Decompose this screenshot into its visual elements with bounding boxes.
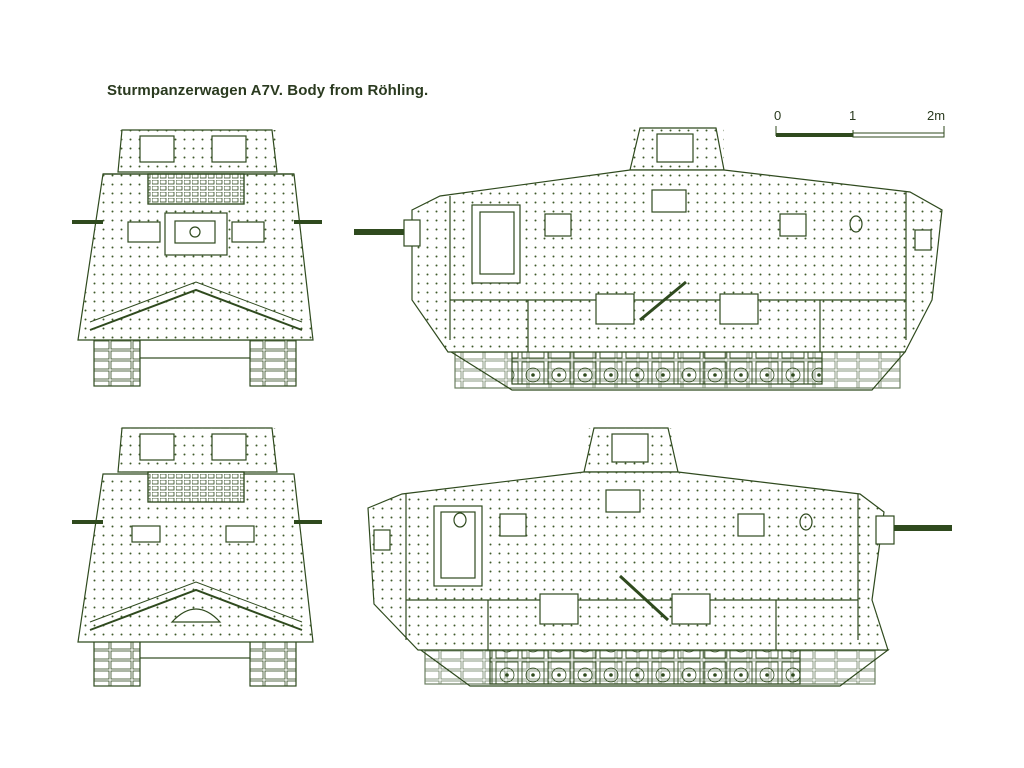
rear-right-track: [249, 639, 297, 687]
scale-label-2m: 2m: [927, 108, 946, 123]
scale-bar-graphic: [775, 126, 945, 138]
front-right-track: [249, 337, 297, 387]
scale-label-1: 1: [849, 108, 857, 123]
rear-view: [72, 427, 322, 687]
left-side-view: [367, 427, 952, 687]
rear-left-track: [93, 639, 141, 687]
scale-bar: 0 1 2m: [774, 104, 954, 144]
scale-label-0: 0: [774, 108, 782, 123]
front-left-track: [93, 337, 141, 387]
right-side-view: [354, 127, 943, 391]
front-view: [72, 129, 322, 387]
drawing-title: Sturmpanzerwagen A7V. Body from Röhling.: [107, 82, 429, 99]
